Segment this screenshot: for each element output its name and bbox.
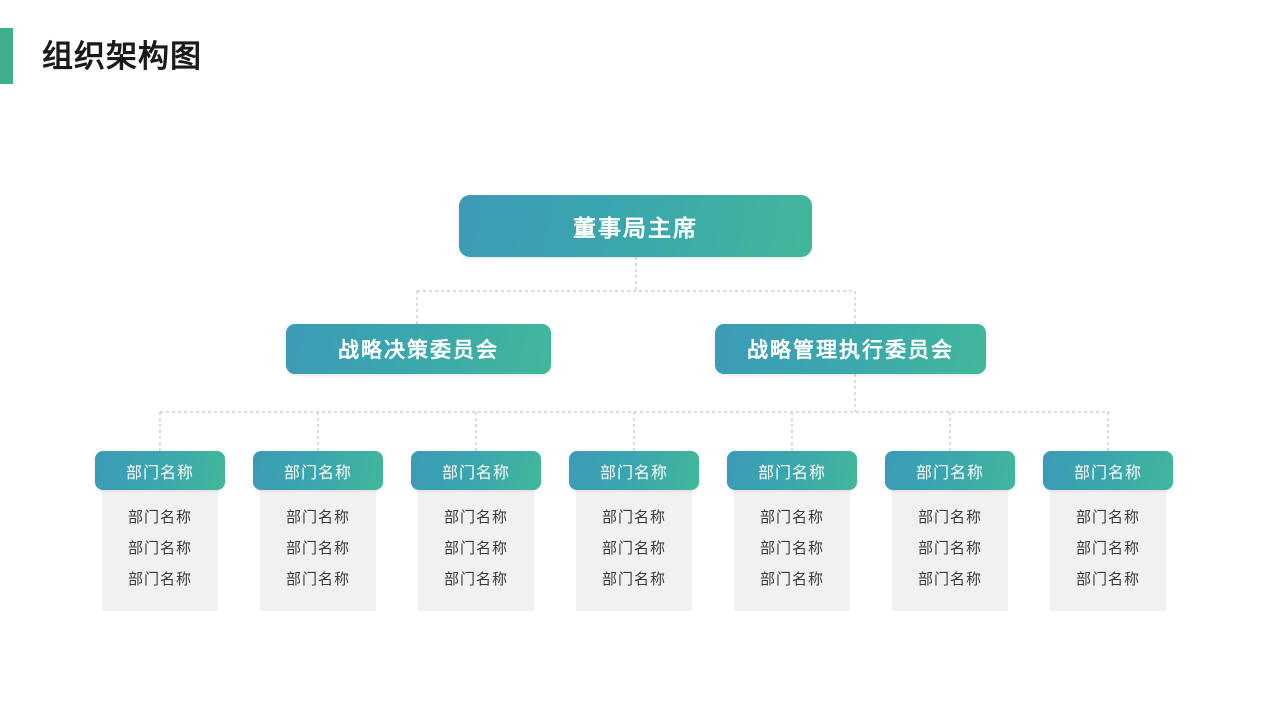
node-committee-strategy-execution[interactable]: 战略管理执行委员会 xyxy=(715,324,986,374)
department-item[interactable]: 部门名称 xyxy=(127,540,192,557)
department-item[interactable]: 部门名称 xyxy=(443,571,508,588)
page-header: 组织架构图 xyxy=(0,28,202,84)
department-column-5: 部门名称 部门名称 部门名称 部门名称 xyxy=(727,451,857,611)
department-column-3: 部门名称 部门名称 部门名称 部门名称 xyxy=(411,451,541,611)
department-item[interactable]: 部门名称 xyxy=(1075,540,1140,557)
department-item[interactable]: 部门名称 xyxy=(127,571,192,588)
department-item[interactable]: 部门名称 xyxy=(917,571,982,588)
department-body: 部门名称 部门名称 部门名称 xyxy=(102,484,218,611)
department-item[interactable]: 部门名称 xyxy=(759,571,824,588)
department-item[interactable]: 部门名称 xyxy=(285,571,350,588)
department-column-6: 部门名称 部门名称 部门名称 部门名称 xyxy=(885,451,1015,611)
page-title: 组织架构图 xyxy=(42,38,202,74)
department-item[interactable]: 部门名称 xyxy=(917,540,982,557)
department-item[interactable]: 部门名称 xyxy=(601,571,666,588)
department-item[interactable]: 部门名称 xyxy=(759,540,824,557)
department-column-2: 部门名称 部门名称 部门名称 部门名称 xyxy=(253,451,383,611)
department-body: 部门名称 部门名称 部门名称 xyxy=(576,484,692,611)
department-body: 部门名称 部门名称 部门名称 xyxy=(418,484,534,611)
department-item[interactable]: 部门名称 xyxy=(443,509,508,526)
department-column-7: 部门名称 部门名称 部门名称 部门名称 xyxy=(1043,451,1173,611)
department-item[interactable]: 部门名称 xyxy=(1075,571,1140,588)
department-header[interactable]: 部门名称 xyxy=(95,451,225,490)
department-item[interactable]: 部门名称 xyxy=(285,509,350,526)
node-committee-strategy-decision[interactable]: 战略决策委员会 xyxy=(286,324,551,374)
department-item[interactable]: 部门名称 xyxy=(601,540,666,557)
department-body: 部门名称 部门名称 部门名称 xyxy=(260,484,376,611)
department-item[interactable]: 部门名称 xyxy=(1075,509,1140,526)
department-body: 部门名称 部门名称 部门名称 xyxy=(734,484,850,611)
department-header[interactable]: 部门名称 xyxy=(727,451,857,490)
department-column-4: 部门名称 部门名称 部门名称 部门名称 xyxy=(569,451,699,611)
department-item[interactable]: 部门名称 xyxy=(285,540,350,557)
department-item[interactable]: 部门名称 xyxy=(601,509,666,526)
department-header[interactable]: 部门名称 xyxy=(411,451,541,490)
department-body: 部门名称 部门名称 部门名称 xyxy=(892,484,1008,611)
department-header[interactable]: 部门名称 xyxy=(885,451,1015,490)
department-header[interactable]: 部门名称 xyxy=(569,451,699,490)
node-chairman[interactable]: 董事局主席 xyxy=(459,195,812,257)
department-item[interactable]: 部门名称 xyxy=(127,509,192,526)
department-header[interactable]: 部门名称 xyxy=(253,451,383,490)
department-item[interactable]: 部门名称 xyxy=(917,509,982,526)
title-accent-bar xyxy=(0,28,13,84)
department-body: 部门名称 部门名称 部门名称 xyxy=(1050,484,1166,611)
department-header[interactable]: 部门名称 xyxy=(1043,451,1173,490)
department-item[interactable]: 部门名称 xyxy=(759,509,824,526)
department-column-1: 部门名称 部门名称 部门名称 部门名称 xyxy=(95,451,225,611)
department-item[interactable]: 部门名称 xyxy=(443,540,508,557)
